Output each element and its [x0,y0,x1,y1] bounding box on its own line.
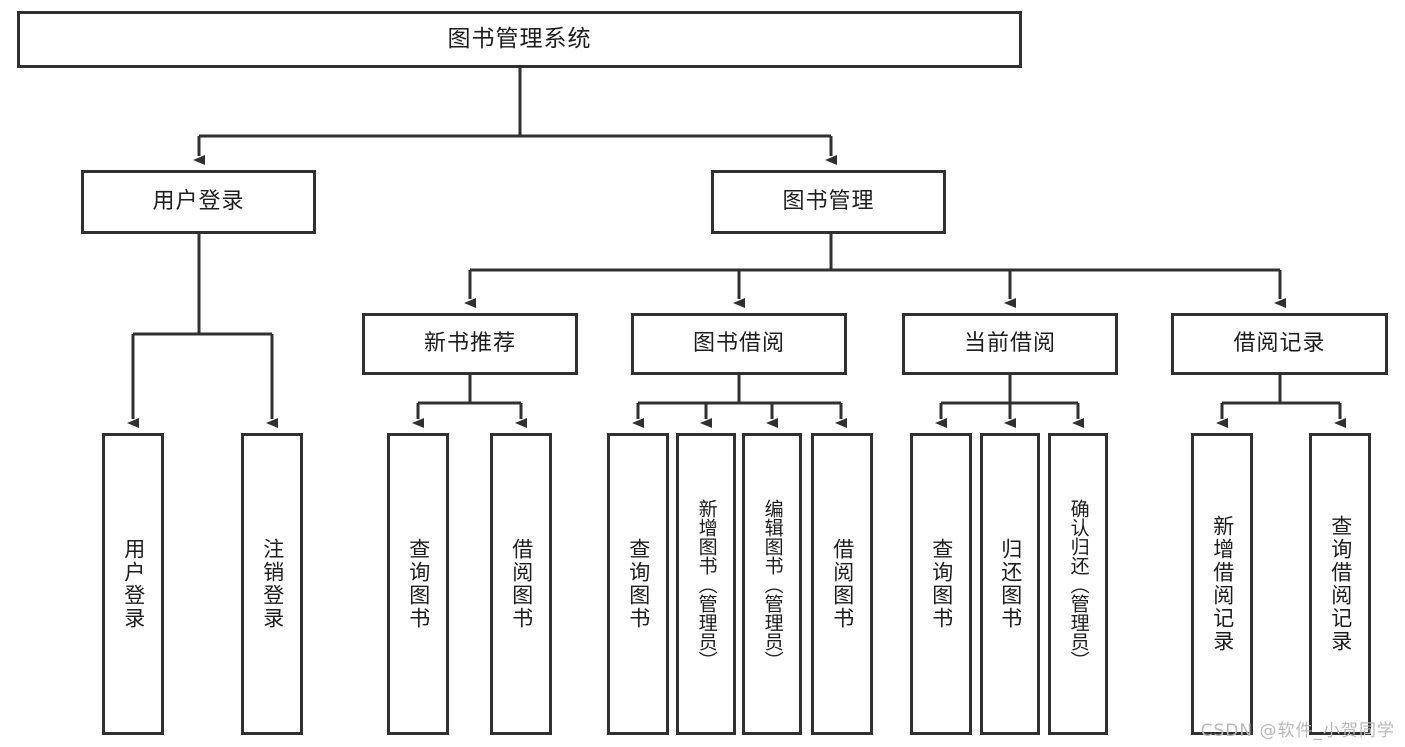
leaf-query-book-current[interactable]: 查询图书 [910,433,972,735]
node-label: 归还图书 [998,538,1023,630]
leaf-user-login[interactable]: 用户登录 [102,433,164,735]
node-new-book-recommend[interactable]: 新书推荐 [362,313,578,375]
node-label: 借阅记录 [1233,331,1326,357]
node-label: 用户登录 [121,538,146,630]
node-root-system[interactable]: 图书管理系统 [17,11,1022,68]
node-book-management[interactable]: 图书管理 [711,170,946,234]
node-label: 图书管理系统 [447,26,592,53]
node-label: 借阅图书 [830,538,855,630]
node-book-borrow[interactable]: 图书借阅 [631,313,847,375]
leaf-confirm-return-admin[interactable]: 确认归还（管理员） [1048,433,1108,735]
node-label: 查询借阅记录 [1328,515,1353,653]
leaf-query-book-borrow[interactable]: 查询图书 [607,433,669,735]
node-label: 图书借阅 [692,331,785,357]
leaf-logout[interactable]: 注销登录 [241,433,303,735]
leaf-borrow-book[interactable]: 借阅图书 [811,433,873,735]
leaf-query-borrow-record[interactable]: 查询借阅记录 [1309,433,1371,735]
node-user-login[interactable]: 用户登录 [81,170,316,234]
node-label: 查询图书 [929,538,954,630]
leaf-borrow-book-recommend[interactable]: 借阅图书 [490,433,552,735]
node-label: 查询图书 [406,538,431,630]
node-label: 查询图书 [626,538,651,630]
leaf-add-book-admin[interactable]: 新增图书（管理员） [676,433,736,735]
node-label: 确认归还（管理员） [1067,498,1090,670]
node-label: 注销登录 [260,538,285,630]
node-label: 新增图书（管理员） [695,498,718,670]
node-label: 编辑图书（管理员） [761,498,784,670]
leaf-query-book-recommend[interactable]: 查询图书 [387,433,449,735]
node-label: 借阅图书 [509,538,534,630]
leaf-edit-book-admin[interactable]: 编辑图书（管理员） [742,433,802,735]
node-label: 新书推荐 [423,331,516,357]
node-label: 当前借阅 [963,331,1056,357]
leaf-return-book[interactable]: 归还图书 [980,433,1040,735]
node-label: 图书管理 [782,189,875,215]
leaf-add-borrow-record[interactable]: 新增借阅记录 [1191,433,1253,735]
node-current-borrow[interactable]: 当前借阅 [902,313,1118,375]
node-borrow-record[interactable]: 借阅记录 [1171,313,1388,375]
node-label: 用户登录 [152,189,245,215]
node-label: 新增借阅记录 [1210,515,1235,653]
